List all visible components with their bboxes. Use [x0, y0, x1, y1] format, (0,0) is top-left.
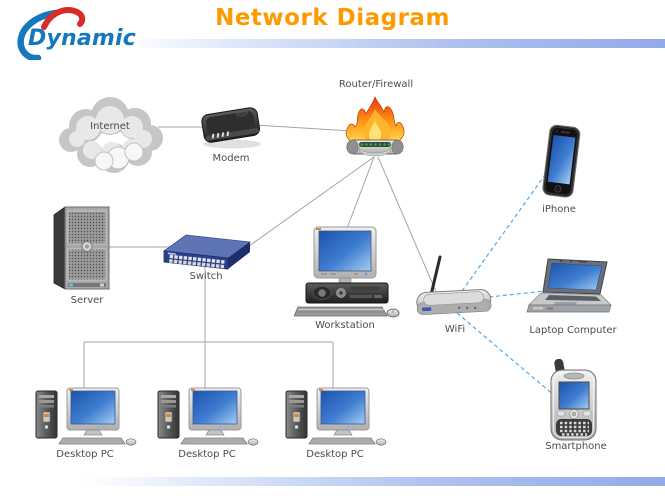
wire-router-workstation	[345, 156, 375, 232]
desktop-pc-icon	[33, 386, 137, 448]
desktop-pc-3-label: Desktop PC	[306, 449, 364, 460]
node-modem[interactable]	[196, 101, 266, 151]
smartphone-label: Smartphone	[545, 441, 607, 452]
node-smartphone[interactable]	[543, 357, 605, 443]
logo-swoosh-icon	[17, 7, 86, 60]
node-desktop-pc-1[interactable]	[33, 386, 137, 448]
page-title: Network Diagram	[215, 5, 450, 31]
node-desktop-pc-2[interactable]	[155, 386, 259, 448]
header-rule	[120, 39, 665, 48]
wireless-wifi-smartphone	[456, 312, 556, 397]
wire-router-switch	[241, 156, 375, 252]
internet-cloud-icon	[59, 97, 163, 173]
node-wifi[interactable]	[413, 251, 495, 327]
laptop-label: Laptop Computer	[529, 325, 617, 336]
node-laptop[interactable]	[521, 247, 623, 325]
wifi-label: WiFi	[444, 324, 466, 335]
wire-modem-router	[253, 124, 353, 132]
desktop-pc-1-label: Desktop PC	[56, 449, 114, 460]
workstation-label: Workstation	[315, 320, 375, 331]
wireless-wifi-laptop	[488, 289, 555, 298]
wire-router-wifi	[377, 156, 438, 295]
logo-text: Dynamic	[28, 26, 137, 51]
footer-rule	[85, 477, 665, 486]
node-iphone[interactable]	[533, 123, 587, 205]
server-label: Server	[70, 295, 104, 306]
node-workstation[interactable]	[294, 225, 400, 320]
switch-icon	[162, 234, 252, 270]
logo: Dynamic	[8, 2, 140, 60]
node-internet[interactable]	[52, 90, 168, 176]
wifi-router-icon	[416, 255, 492, 315]
workstation-icon	[294, 226, 400, 318]
server-icon	[53, 206, 110, 290]
internet-label: Internet	[90, 121, 130, 132]
node-server[interactable]	[50, 203, 120, 293]
modem-label: Modem	[212, 153, 250, 164]
modem-icon	[201, 107, 261, 149]
wireless-wifi-iphone	[461, 174, 546, 292]
desktop-pc-2-label: Desktop PC	[178, 449, 236, 460]
router-firewall-label: Router/Firewall	[338, 79, 414, 90]
node-router-firewall[interactable]	[335, 95, 415, 163]
node-desktop-pc-3[interactable]	[283, 386, 387, 448]
desktop-pc-icon	[155, 386, 259, 448]
smartphone-icon	[550, 358, 597, 441]
iphone-label: iPhone	[542, 204, 576, 215]
desktop-pc-icon	[283, 386, 387, 448]
iphone-icon	[542, 124, 581, 198]
laptop-icon	[526, 258, 612, 313]
node-switch[interactable]	[160, 229, 252, 271]
switch-label: Switch	[189, 271, 223, 282]
router-firewall-icon	[345, 96, 405, 157]
